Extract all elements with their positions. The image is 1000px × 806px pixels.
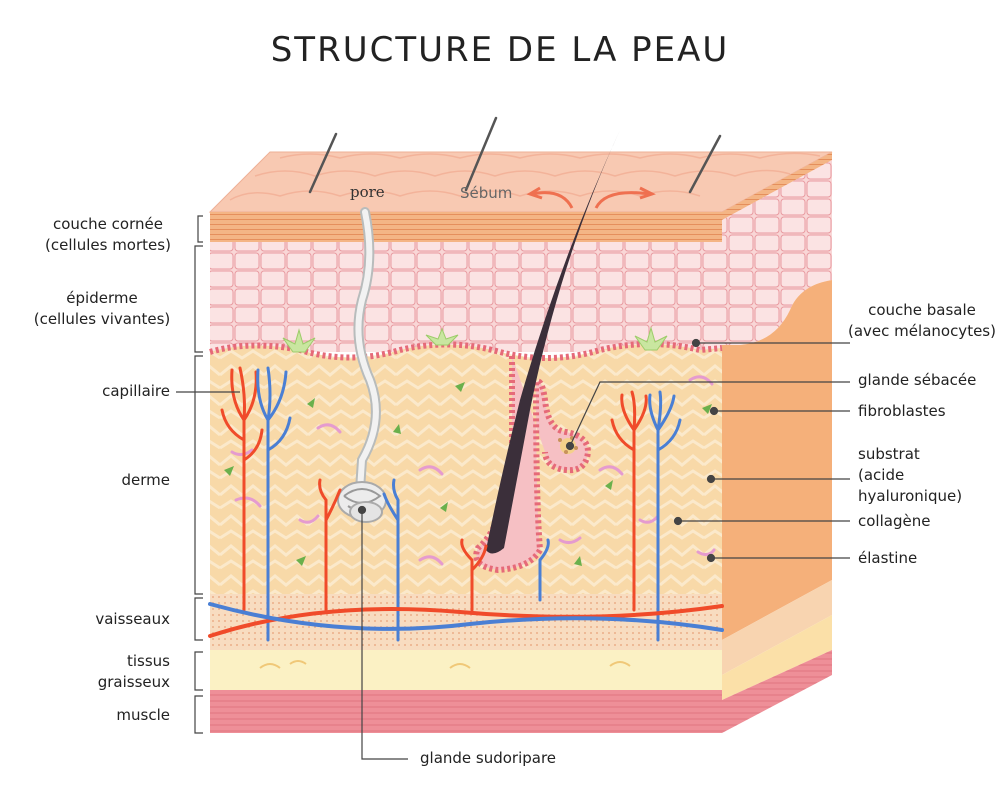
label-couche-cornee-line2: (cellules mortes) [45,236,171,254]
skin-front-face [209,212,723,733]
skin-side-face [722,152,832,733]
label-derme: derme [121,471,171,489]
label-substrat-line3: hyaluronique) [858,487,963,505]
sweat-gland [337,207,387,523]
epidermis-layer [210,242,722,352]
label-glande-sebacee: glande sébacée [858,371,977,389]
sebum-arrows [526,186,656,209]
page-title: STRUCTURE DE LA PEAU [270,30,730,70]
dermis-layer [210,344,722,600]
label-capillaire: capillaire [102,382,170,400]
right-leaders [357,338,850,760]
label-couche-basale-line1: couche basale [868,301,976,319]
label-couche-basale-line2: (avec mélanocytes) [848,322,996,340]
muscle-layer [210,690,722,733]
label-fibroblastes: fibroblastes [858,402,946,420]
fibroblast-cells [224,382,712,566]
capillaries [208,366,724,642]
stratum-corneum-layer [210,212,722,242]
label-substrat: substrat (acide hyaluronique) [858,444,962,507]
label-epiderme: épiderme (cellules vivantes) [14,288,190,330]
label-couche-cornee: couche cornée (cellules mortes) [28,214,188,256]
label-vaisseaux: vaisseaux [95,610,170,628]
sebum-label: Sébum [460,184,513,202]
label-tissus-line2: graisseux [97,673,170,691]
label-substrat-line1: substrat [858,445,920,463]
label-collagene: collagène [858,512,931,530]
label-glande-sudoripare: glande sudoripare [420,749,557,767]
label-epiderme-line1: épiderme [66,289,138,307]
label-epiderme-line2: (cellules vivantes) [33,310,171,328]
surface-hairs [308,116,722,194]
melanocytes [282,326,668,353]
pore-label: pore [350,183,385,201]
left-brackets [176,215,240,734]
fat-layer [210,650,722,690]
label-tissus-line1: tissus [126,652,170,670]
label-muscle: muscle [116,706,170,724]
elastin-fibers [230,375,716,566]
label-tissus-graisseux: tissus graisseux [40,651,170,693]
label-elastine: élastine [858,549,918,567]
label-couche-cornee-line1: couche cornée [53,215,163,233]
label-substrat-line2: (acide [858,466,905,484]
label-couche-basale: couche basale (avec mélanocytes) [846,300,998,342]
